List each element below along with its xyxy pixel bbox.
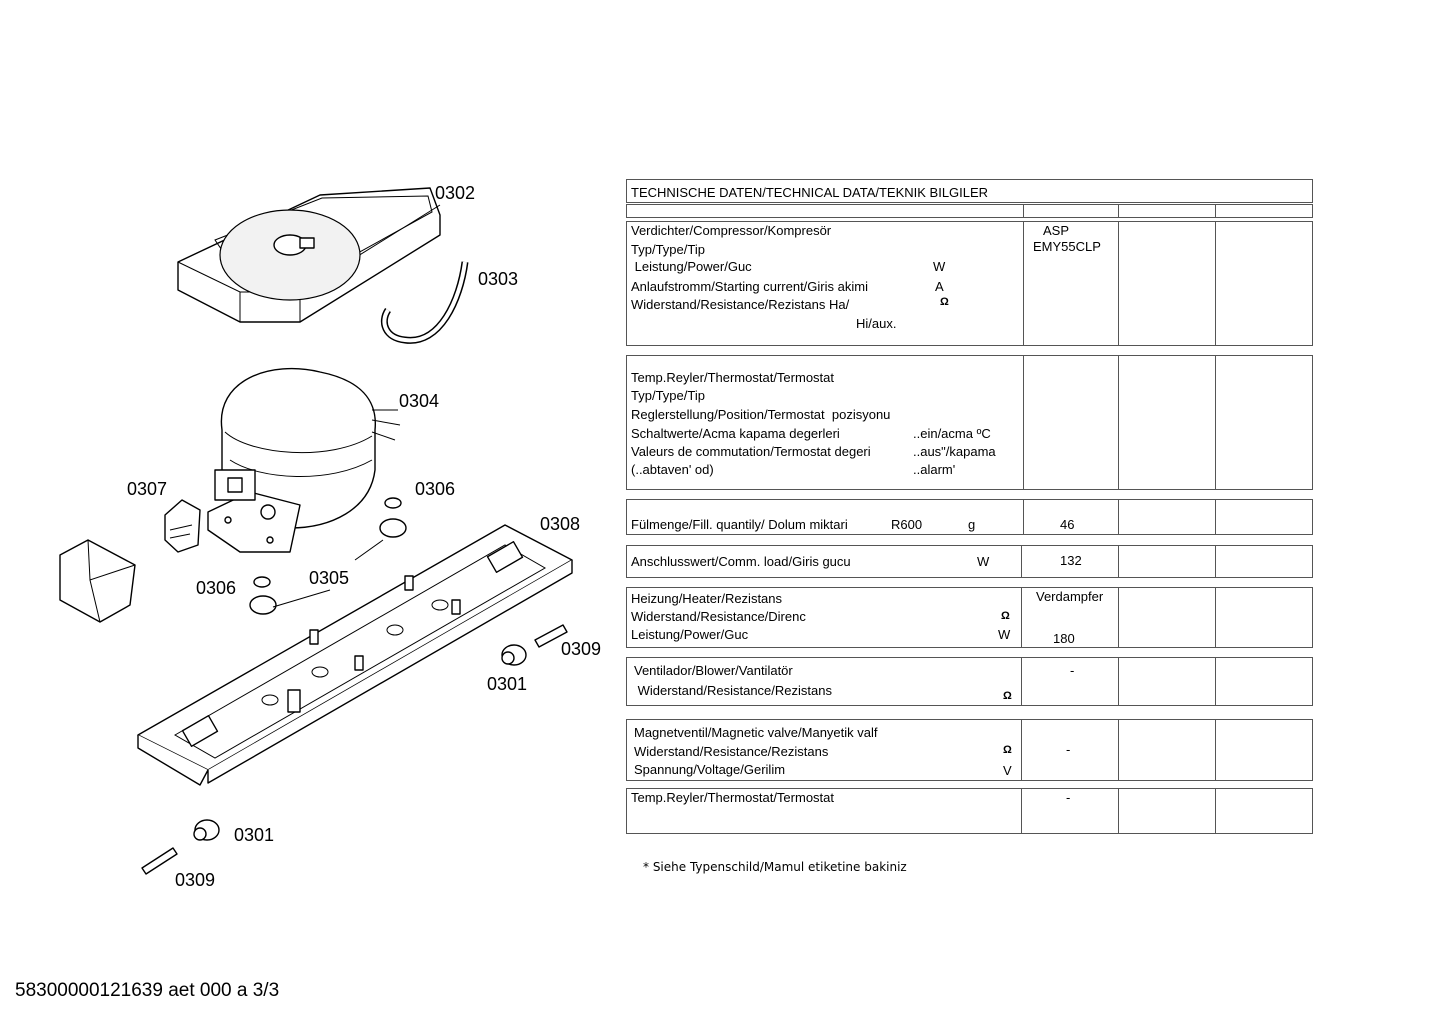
- drip-tray-part: [177, 187, 441, 323]
- fill-quantity-section: Fülmenge/Fill. quantily/ Dolum miktari R…: [626, 499, 1313, 535]
- compressor-title: Verdichter/Compressor/Kompresör: [631, 223, 832, 238]
- heater-power-label: Leistung/Power/Guc: [631, 627, 749, 642]
- tech-data-subheader-row: [626, 204, 1313, 218]
- ohm-symbol: Ω: [1003, 690, 1012, 702]
- thermostat-type-label: Typ/Type/Tip: [631, 388, 705, 403]
- callout-0308: 0308: [540, 514, 580, 534]
- ohm-symbol: Ω: [940, 296, 949, 308]
- connected-load-label: Anschlusswert/Comm. load/Giris gucu: [631, 554, 851, 569]
- blower-title: Ventilador/Blower/Vantilatör: [634, 663, 793, 678]
- compressor-start-unit: A: [935, 279, 944, 294]
- blower-value: -: [1070, 663, 1075, 678]
- callout-0306: 0306: [196, 578, 236, 598]
- start-relay-part: [164, 499, 201, 553]
- blower-section: Ventilador/Blower/Vantilatör Widerstand/…: [626, 657, 1313, 706]
- compressor-start-label: Anlaufstromm/Starting current/Giris akim…: [631, 279, 868, 294]
- thermostat-values-label: Valeurs de commutation/Termostat degeri: [631, 444, 871, 459]
- heater-power-value: 180: [1053, 631, 1075, 646]
- connected-load-value: 132: [1060, 553, 1082, 568]
- thermostat-on-unit: ..ein/acma ºC: [913, 426, 991, 441]
- compressor-power-label: Leistung/Power/Guc: [631, 259, 752, 274]
- thermostat-2-value: -: [1066, 790, 1071, 805]
- heater-power-unit: W: [998, 627, 1011, 642]
- heater-title: Heizung/Heater/Rezistans: [631, 591, 783, 606]
- grommet-part: [249, 497, 407, 615]
- footnote: * Siehe Typenschild/Mamul etiketine baki…: [643, 860, 907, 874]
- callout-0309: 0309: [175, 870, 215, 890]
- callout-0309: 0309: [561, 639, 601, 659]
- thermostat-2-title: Temp.Reyler/Thermostat/Termostat: [631, 790, 835, 805]
- fill-quantity-unit: g: [968, 517, 976, 532]
- thermostat-2-section: Temp.Reyler/Thermostat/Termostat -: [626, 788, 1313, 834]
- ohm-symbol: Ω: [1001, 610, 1010, 622]
- compressor-power-unit: W: [933, 259, 946, 274]
- mounting-rail-part: [137, 524, 573, 786]
- thermostat-defrost-label: (..abtaven' od): [631, 462, 714, 477]
- callout-0302: 0302: [435, 183, 475, 203]
- compressor-resistance-label: Widerstand/Resistance/Rezistans Ha/: [631, 297, 850, 312]
- callout-0301: 0301: [487, 674, 527, 694]
- callout-0306: 0306: [415, 479, 455, 499]
- valve-title: Magnetventil/Magnetic valve/Manyetik val…: [634, 725, 878, 740]
- exploded-parts-drawing: 0302 0303 0304 0307 0306 0308 0306 0305 …: [59, 183, 601, 890]
- relay-cover-part: [59, 539, 136, 623]
- heater-type-value: Verdampfer: [1036, 589, 1104, 604]
- callout-0301: 0301: [234, 825, 274, 845]
- heater-section: Heizung/Heater/Rezistans Widerstand/Resi…: [626, 587, 1313, 648]
- thermostat-off-unit: ..aus"/kapama: [913, 444, 996, 459]
- thermostat-section: Temp.Reyler/Thermostat/Termostat Typ/Typ…: [626, 355, 1313, 490]
- compressor-type-label: Typ/Type/Tip: [631, 242, 705, 257]
- compressor-section: Verdichter/Compressor/Kompresör Typ/Type…: [626, 221, 1313, 346]
- bushing-part-lower: [141, 819, 220, 875]
- thermostat-switch-label: Schaltwerte/Acma kapama degerleri: [631, 426, 840, 441]
- thermostat-alarm-unit: ..alarm': [913, 462, 956, 477]
- connected-load-unit: W: [977, 554, 990, 569]
- document-id: 58300000121639 aet 000 a 3/3: [15, 980, 280, 1001]
- fill-quantity-label: Fülmenge/Fill. quantily/ Dolum miktari: [631, 517, 848, 532]
- callout-0303: 0303: [478, 269, 518, 289]
- compressor-resistance-aux-label: Hi/aux.: [856, 316, 897, 331]
- compressor-model-value: EMY55CLP: [1033, 239, 1101, 254]
- bushing-part: [501, 624, 568, 666]
- callout-0307: 0307: [127, 479, 167, 499]
- compressor-part: [207, 368, 401, 553]
- tech-data-title: TECHNISCHE DATEN/TECHNICAL DATA/TEKNIK B…: [631, 185, 989, 200]
- magnetic-valve-section: Magnetventil/Magnetic valve/Manyetik val…: [626, 719, 1313, 781]
- compressor-brand-value: ASP: [1043, 223, 1070, 238]
- refrigerant-type: R600: [891, 517, 923, 532]
- blower-resistance-label: Widerstand/Resistance/Rezistans: [634, 683, 832, 698]
- thermostat-title: Temp.Reyler/Thermostat/Termostat: [631, 370, 835, 385]
- valve-resistance-label: Widerstand/Resistance/Rezistans: [634, 744, 829, 759]
- ohm-symbol: Ω: [1003, 744, 1012, 756]
- fill-quantity-value: 46: [1060, 517, 1075, 532]
- valve-value: -: [1066, 742, 1071, 757]
- callout-0304: 0304: [399, 391, 439, 411]
- valve-voltage-unit: V: [1003, 763, 1012, 778]
- connected-load-section: Anschlusswert/Comm. load/Giris gucu W 13…: [626, 545, 1313, 578]
- tech-data-header: TECHNISCHE DATEN/TECHNICAL DATA/TEKNIK B…: [626, 179, 1313, 203]
- callout-0305: 0305: [309, 568, 349, 588]
- valve-voltage-label: Spannung/Voltage/Gerilim: [634, 762, 786, 777]
- thermostat-position-label: Reglerstellung/Position/Termostat pozisy…: [631, 407, 891, 422]
- heater-resistance-label: Widerstand/Resistance/Direnc: [631, 609, 806, 624]
